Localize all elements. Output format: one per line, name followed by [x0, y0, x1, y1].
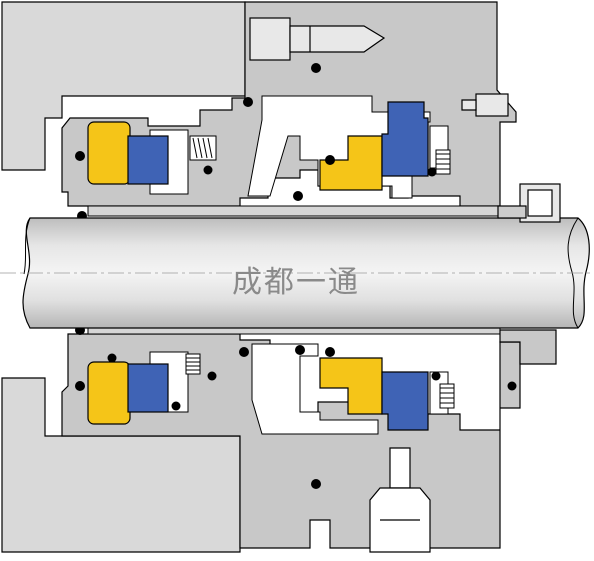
seal-face-yellow-lower-right [319, 357, 383, 415]
drain-plug-icon [369, 447, 431, 553]
seal-face-blue-lower-left [127, 363, 169, 413]
seal-face-blue-lower-right [381, 371, 429, 431]
seal-face-yellow-lower-left [87, 361, 131, 425]
sleeve-upper [87, 205, 501, 217]
watermark-text: 成都一通 [232, 265, 360, 300]
spring-icon [185, 135, 455, 409]
seal-face-blue-upper-left [127, 135, 169, 185]
gland-lip [499, 329, 557, 365]
o-ring-icon [75, 63, 517, 489]
set-screw-icon [461, 93, 561, 223]
bolt-icon [249, 17, 386, 61]
seal-face-blue-upper-right [381, 101, 429, 177]
seal-face-yellow-upper-left [87, 121, 131, 185]
